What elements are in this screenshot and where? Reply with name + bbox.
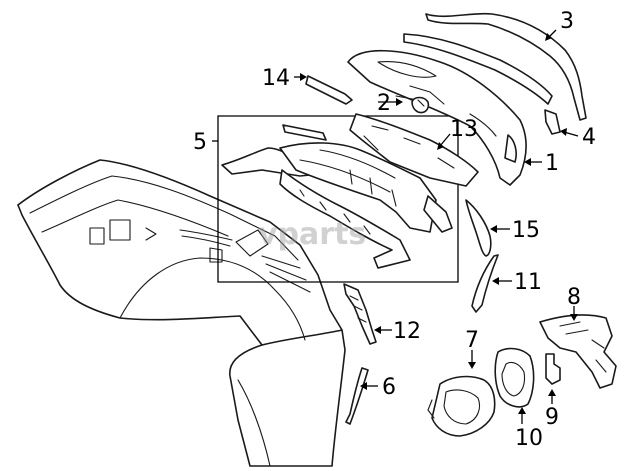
part-4-bracket xyxy=(544,109,561,135)
part-10-trim-ring xyxy=(494,347,535,408)
callout-9: 9 xyxy=(545,405,559,430)
part-8-bracket xyxy=(539,314,617,389)
callout-1: 1 xyxy=(545,151,559,176)
part-15-reflector xyxy=(465,199,492,257)
watermark: vparts xyxy=(258,217,366,252)
callout-13: 13 xyxy=(450,117,478,142)
callout-7: 7 xyxy=(465,328,479,353)
callout-2: 2 xyxy=(377,91,391,116)
callout-4: 4 xyxy=(582,125,596,150)
callout-6: 6 xyxy=(382,375,396,400)
part-6-strip xyxy=(345,367,369,425)
callout-3: 3 xyxy=(560,9,574,34)
callout-11: 11 xyxy=(514,270,542,295)
part-2-clip xyxy=(411,96,430,114)
arrowheads xyxy=(300,33,578,414)
part-12-bracket xyxy=(343,283,377,345)
callout-15: 15 xyxy=(512,218,540,243)
part-11-reflector xyxy=(471,254,499,313)
callout-8: 8 xyxy=(567,285,581,310)
callout-labels: 1 2 3 4 5 6 7 8 9 10 11 12 13 14 15 xyxy=(193,9,596,451)
callout-14: 14 xyxy=(262,66,290,91)
callout-12: 12 xyxy=(393,319,421,344)
part-9-bolt xyxy=(545,353,561,385)
watermark-text: vparts xyxy=(258,217,366,252)
callout-10: 10 xyxy=(515,426,543,451)
bumper-cover xyxy=(17,159,346,467)
part-7-exhaust-housing xyxy=(427,375,496,437)
callout-5: 5 xyxy=(193,130,207,155)
part-14-strip xyxy=(305,75,353,105)
group-box-5 xyxy=(217,115,459,283)
part-5-components xyxy=(221,124,453,269)
